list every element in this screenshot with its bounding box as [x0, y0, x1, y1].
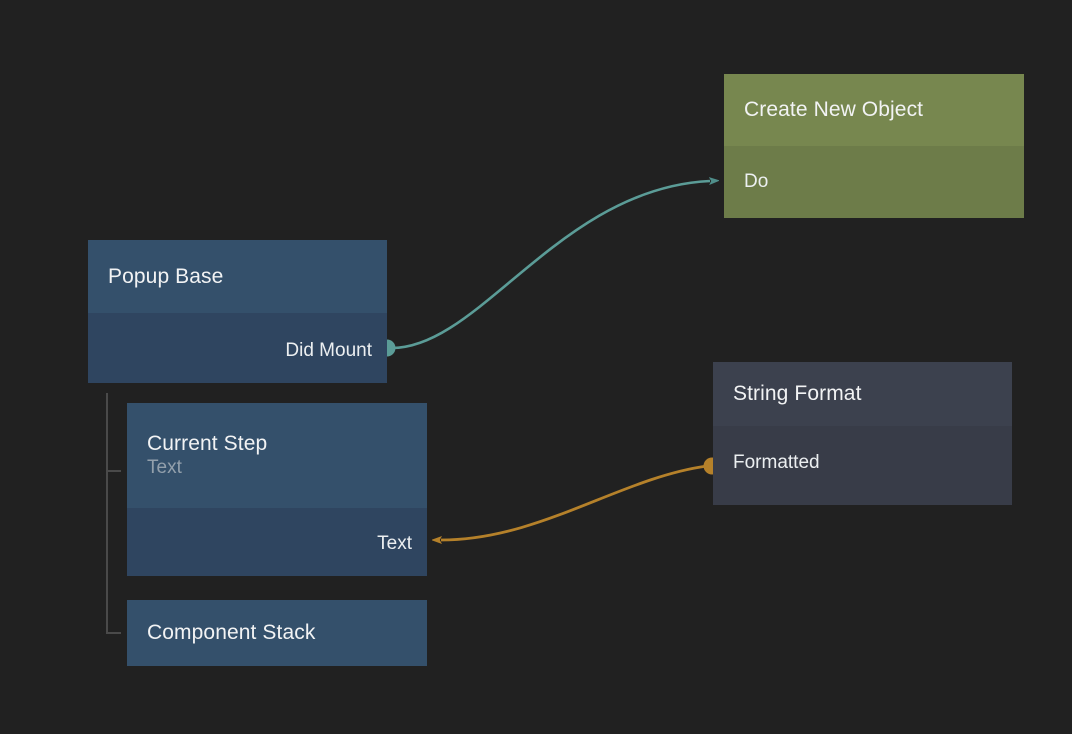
port-in-do[interactable]: Do — [744, 171, 769, 192]
node-create-new-object[interactable]: Create New Object Do — [724, 74, 1024, 218]
node-title: String Format — [733, 382, 862, 406]
port-out-text[interactable]: Text — [377, 533, 412, 554]
node-subtitle: Text — [147, 457, 182, 479]
node-popup-base[interactable]: Popup Base Did Mount — [88, 240, 387, 383]
node-title: Component Stack — [147, 621, 316, 645]
node-component-stack[interactable]: Component Stack — [127, 600, 427, 666]
node-title: Current Step — [147, 431, 268, 455]
node-header[interactable]: Component Stack — [127, 600, 427, 666]
node-header[interactable]: Current Step Text — [127, 403, 427, 508]
port-out-did-mount[interactable]: Did Mount — [285, 340, 372, 361]
node-string-format[interactable]: String Format Formatted — [713, 362, 1012, 505]
port-in-formatted[interactable]: Formatted — [733, 452, 820, 473]
node-header[interactable]: Popup Base — [88, 240, 387, 313]
node-body[interactable]: Formatted — [713, 426, 1012, 505]
node-body[interactable]: Do — [724, 146, 1024, 218]
tree-guide-branch-component-stack — [106, 632, 121, 634]
node-body[interactable]: Text — [127, 508, 427, 576]
wire-did-mount-to-do[interactable] — [391, 181, 710, 350]
node-body[interactable]: Did Mount — [88, 313, 387, 383]
node-header[interactable]: Create New Object — [724, 74, 1024, 146]
tree-guide-branch-current-step — [106, 470, 121, 472]
node-current-step[interactable]: Current Step Text Text — [127, 403, 427, 576]
node-header[interactable]: String Format — [713, 362, 1012, 426]
wire-formatted-to-text[interactable] — [441, 464, 708, 540]
node-title: Popup Base — [108, 264, 224, 288]
node-title: Create New Object — [744, 98, 924, 122]
tree-guide-vertical — [106, 393, 108, 634]
